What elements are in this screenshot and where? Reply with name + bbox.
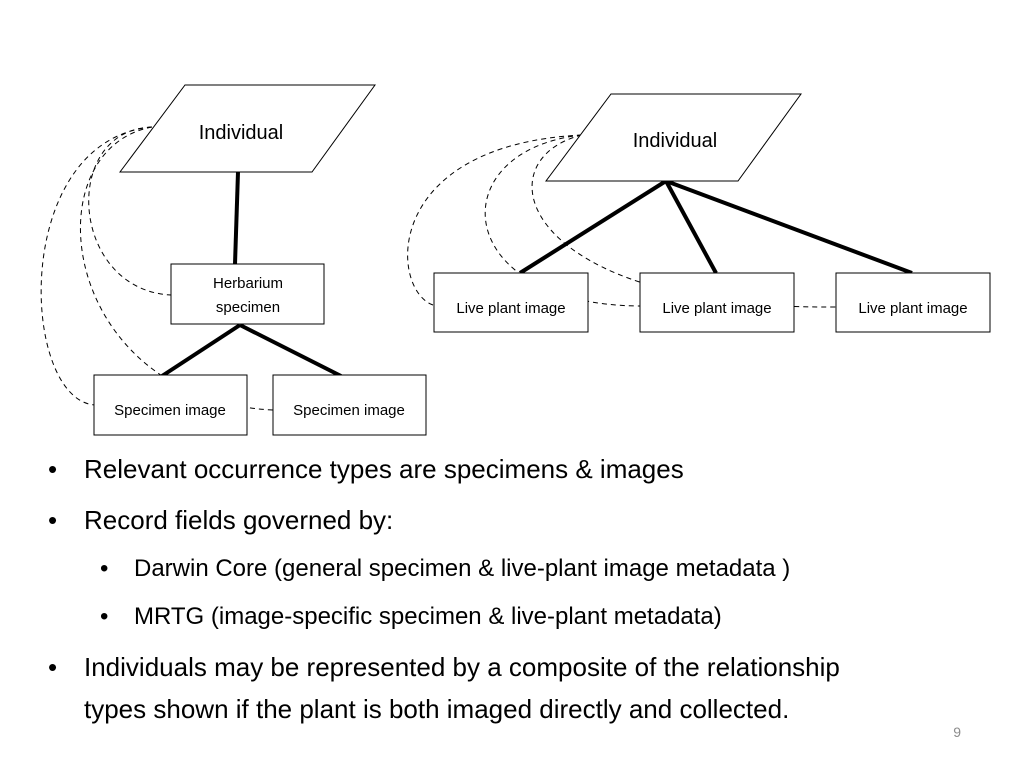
- right-link-root-image-2: [664, 180, 718, 274]
- left-link-specimen-image-2: [239, 323, 342, 378]
- left-link-specimen-image-1: [160, 323, 242, 378]
- right-individual-node: [545, 93, 802, 182]
- right-dashed-link-image-1: [407, 134, 583, 306]
- left-individual-node: [119, 84, 376, 173]
- right-link-root-image-3: [665, 179, 913, 275]
- bullet-text: Darwin Core (general specimen & live-pla…: [134, 555, 791, 582]
- right-individual-label: Individual: [633, 130, 718, 152]
- right-dashed-link-image-3: [531, 134, 837, 308]
- right-link-root-image-1: [518, 179, 668, 275]
- left-dashed-link-herbarium: [88, 126, 172, 296]
- herbarium-specimen-node: [170, 263, 325, 325]
- bullet-text: types shown if the plant is both imaged …: [84, 694, 790, 724]
- specimen-image-node-2: [272, 374, 427, 436]
- specimen-image-node-1: [93, 374, 248, 436]
- bullet-marker: •: [100, 603, 109, 630]
- live-plant-image-node-3: [835, 272, 991, 333]
- herbarium-label-line-2: specimen: [216, 299, 280, 316]
- left-individual-label: Individual: [199, 122, 284, 144]
- live-plant-image-label-2: Live plant image: [662, 300, 771, 317]
- left-link-root-specimen: [233, 171, 240, 265]
- live-plant-image-node-2: [639, 272, 795, 333]
- live-plant-image-label-1: Live plant image: [456, 300, 565, 317]
- bullet-marker: •: [48, 652, 58, 682]
- slide-number: 9: [953, 724, 961, 740]
- herbarium-label-line-1: Herbarium: [213, 275, 283, 292]
- specimen-image-label-2: Specimen image: [293, 402, 405, 419]
- live-plant-image-node-1: [433, 272, 589, 333]
- specimen-image-label-1: Specimen image: [114, 402, 226, 419]
- live-plant-image-label-3: Live plant image: [858, 300, 967, 317]
- bullet-text: Individuals may be represented by a comp…: [84, 652, 840, 682]
- bullet-text: Relevant occurrence types are specimens …: [84, 454, 684, 484]
- bullet-marker: •: [100, 555, 109, 582]
- bullet-marker: •: [48, 454, 58, 484]
- bullet-text: Record fields governed by:: [84, 505, 394, 535]
- bullet-text: MRTG (image-specific specimen & live-pla…: [134, 603, 722, 630]
- bullet-marker: •: [48, 505, 58, 535]
- left-dashed-link-image-2: [80, 126, 274, 411]
- relationship-diagram: Individual Individual Herbarium specimen…: [40, 84, 991, 436]
